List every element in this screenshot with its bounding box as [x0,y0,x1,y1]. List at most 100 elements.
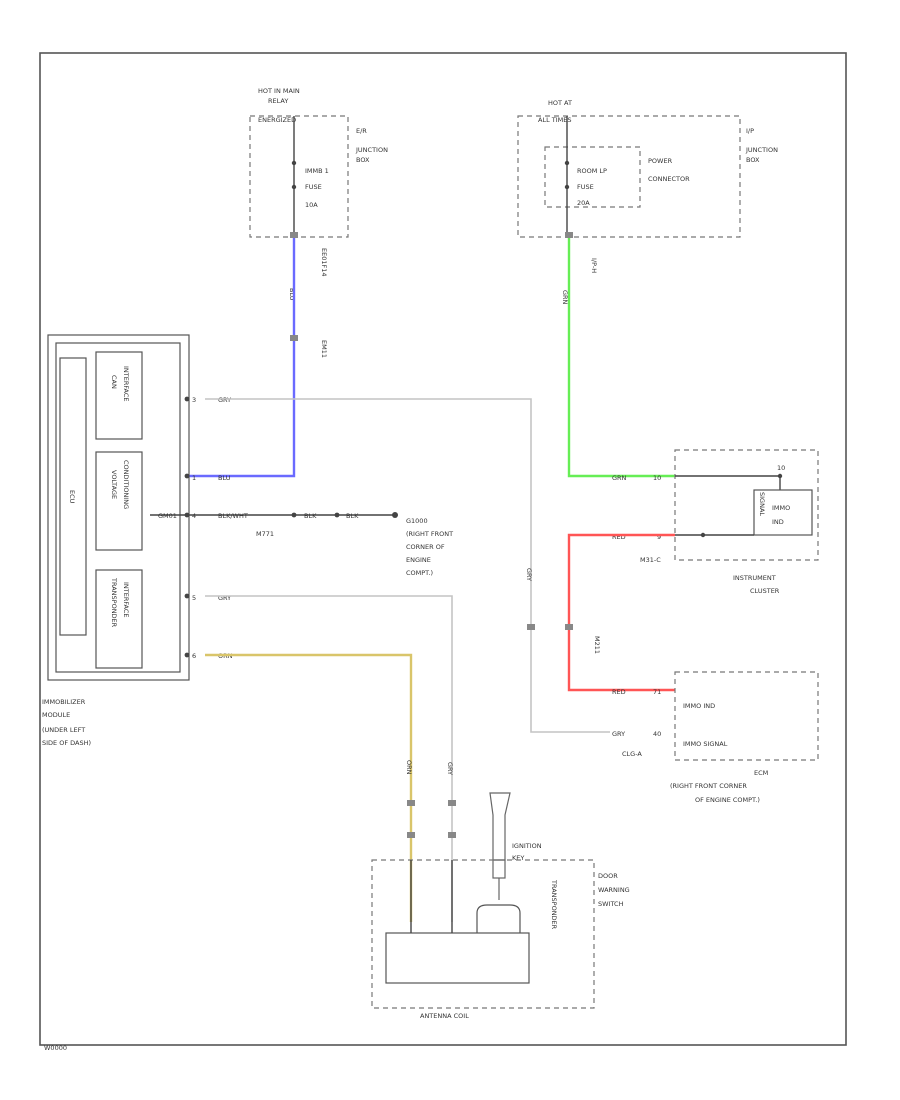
immobilizer-name-line3: (UNDER LEFT [42,726,85,734]
blu-connector-2 [290,335,298,341]
room-lp-fuse-label2: FUSE [577,183,594,191]
ground-symbol [392,512,398,518]
cluster-node-top-label: 10 [777,464,785,472]
antenna-coil-block [385,932,530,984]
pin-4-splice-2 [334,512,340,518]
grn-connector-1 [565,232,573,238]
ecm-immo-signal-label: IMMO SIGNAL [683,740,728,748]
pin-5-number: 5 [192,594,196,602]
er-junction-box [249,115,349,238]
pin-4-wire-color: BLK/WHT [218,512,248,520]
immo-ind-label1: IMMO [772,504,790,512]
ground-line1: G1000 [406,517,428,525]
hot-main-relay-line3: ENERGIZED [258,116,296,124]
grn-wire-color: GRN [561,290,569,305]
pin-6-dot [184,652,190,658]
ground-line2: (RIGHT FRONT [406,530,453,538]
antenna-coil-label: ANTENNA COIL [420,1012,469,1020]
hot-all-times-line1: HOT AT [548,99,572,107]
er-junction-box-label3: BOX [356,156,370,164]
pin-4-splice-1 [291,512,297,518]
pin-3-dot [184,396,190,402]
connector-em11: EM11 [320,340,328,358]
power-connector-label1: POWER [648,157,673,165]
ecm-name-line1: ECM [754,769,768,777]
ground-line5: COMPT.) [406,569,433,577]
pin-5-dot [184,593,190,599]
pin-1-wire-color: BLU [218,474,231,482]
orn-wire [205,653,413,922]
ground-line4: ENGINE [406,556,431,564]
transponder-interface-block [95,569,143,669]
cluster-node-top [777,473,783,479]
immobilizer-name-line2: MODULE [42,711,70,719]
ip-junction-box-group: HOT AT ALL TIMES I/P JUNCTION BOX ROOM L… [517,99,778,305]
ecm-red-wire-color: RED [612,688,626,696]
cluster-grn-pin: 10 [653,474,661,482]
pin-4-ref: M771 [256,530,274,538]
power-connector-box [544,146,641,208]
blu-wire [185,237,296,478]
cluster-grn-wire-color: GRN [612,474,627,482]
transponder-label: TRANSPONDER [550,879,558,930]
hot-main-relay-line2: RELAY [268,97,288,105]
voltage-conditioning-label2: CONDITIONING [122,460,130,509]
ip-junction-box-label2: JUNCTION [745,146,778,154]
ignition-key-icon [489,792,511,900]
immo-ind-label2: IND [772,518,784,526]
pin-4-connector: GM01 [158,512,177,520]
pin-1-dot [184,473,190,479]
immb-fuse-label1: IMMB 1 [305,167,329,175]
ecm-module: RED 71 IMMO IND GRY 40 IMMO SIGNAL CLG-A… [612,671,819,804]
cluster-red-pin: 9 [657,533,661,541]
ip-junction-box-label3: BOX [746,156,760,164]
ecu-label: ECU [68,490,76,504]
immb-fuse-label2: FUSE [305,183,322,191]
ignition-key-label2: KEY [512,854,524,862]
can-interface-label2: INTERFACE [122,366,130,402]
red-wire-connector: M211 [593,636,601,654]
blu-wire-color: BLU [288,288,296,301]
er-junction-box-label2: JUNCTION [355,146,388,154]
bottom-orn-wire-color: ORN [405,760,413,775]
instrument-cluster: GRN 10 10 IMMO IND SIGNAL RED 9 M31-C IN… [612,449,819,595]
diagram-frame [39,52,847,1046]
immobilizer-name-line4: SIDE OF DASH) [42,739,91,747]
voltage-conditioning-block [95,451,143,551]
ip-junction-box [517,115,741,238]
transponder-interface-label1: TRANSPONDER [110,577,118,628]
ecm-immo-ind-label: IMMO IND [683,702,715,710]
ecm-gry-pin: 40 [653,730,661,738]
pin-4-mid-color: BLK [304,512,317,520]
orn-connector-bottom-2 [407,832,415,838]
pin-1-number: 1 [192,474,196,482]
connector-ip-h: I/P-H [590,258,598,273]
pin-4-number: 4 [192,512,196,520]
immobilizer-module-outer [47,334,190,681]
immb-fuse-label3: 10A [305,201,318,209]
ignition-key-label1: IGNITION [512,842,542,850]
footer-code: W0000 [44,1044,67,1052]
gry-connector-bottom-2 [448,832,456,838]
transponder-interface-label2: INTERFACE [122,582,130,618]
ip-junction-box-label1: I/P [746,127,754,135]
hot-all-times-line2: ALL TIMES [538,116,571,124]
gry-connector-bottom [448,800,456,806]
room-lp-fuse-bottom-dot [564,184,570,190]
can-interface-block [95,351,143,440]
immb-fuse-top-dot [291,160,297,166]
cluster-signal-label: SIGNAL [758,492,766,516]
immb-fuse-bottom-dot [291,184,297,190]
transponder-box [371,859,595,1009]
ecm-box [674,671,819,761]
gry-wire-can-label: GRY [525,568,533,581]
immo-ind-block [753,489,813,536]
red-connector-1 [565,624,573,630]
door-warning-line2: WARNING [598,886,630,894]
room-lp-fuse-top-dot [564,160,570,166]
cluster-name-line1: INSTRUMENT [733,574,776,582]
blu-connector-1 [290,232,298,238]
pin-3-number: 3 [192,396,196,404]
orn-connector-bottom [407,800,415,806]
